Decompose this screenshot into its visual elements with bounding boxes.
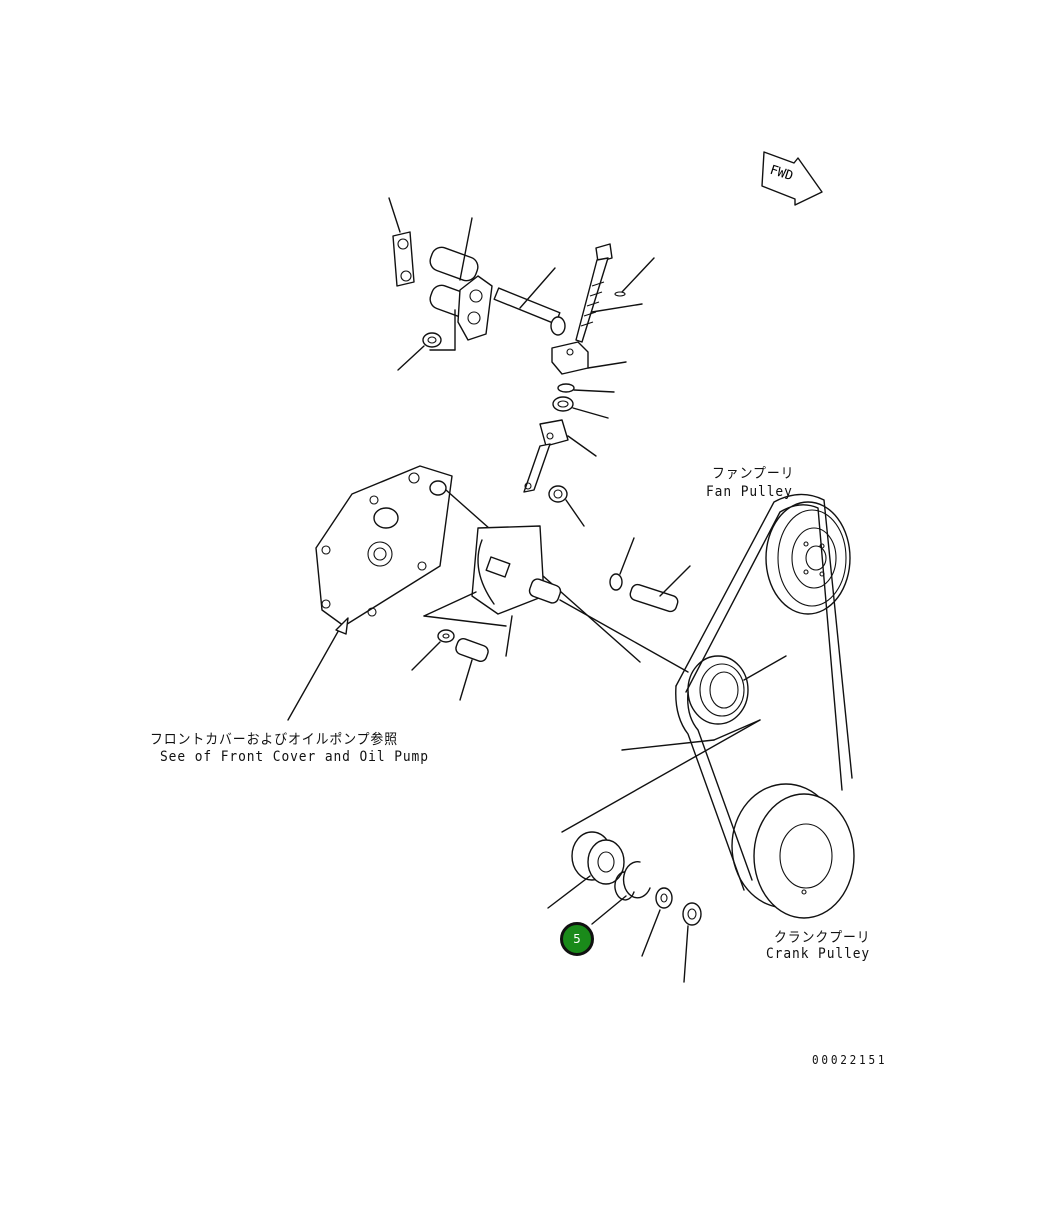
drive-belt bbox=[675, 493, 853, 891]
crank-pulley-label-jp: クランクプーリ bbox=[774, 930, 871, 946]
drawing-number: 00022151 bbox=[812, 1053, 888, 1067]
fan-pulley-label-en: Fan Pulley bbox=[706, 484, 793, 500]
tension-bolt bbox=[575, 243, 655, 343]
crank-parts bbox=[547, 831, 702, 983]
adjusting-arm bbox=[523, 419, 597, 493]
fan-pulley-label-jp: ファンプーリ bbox=[712, 466, 795, 482]
part-number-marker-label: 5 bbox=[573, 932, 581, 946]
nut-mid bbox=[548, 485, 585, 527]
nut-left bbox=[397, 332, 442, 371]
fan-pulley bbox=[765, 501, 851, 615]
washer-nut-stack bbox=[552, 383, 615, 419]
washer-bolt-lower bbox=[411, 629, 489, 701]
idler-bracket bbox=[429, 217, 493, 351]
mounting-bracket-small bbox=[388, 197, 415, 287]
crank-pulley bbox=[731, 783, 855, 919]
crank-pulley-label-en: Crank Pulley bbox=[766, 946, 871, 962]
washer-pin-right bbox=[609, 537, 691, 613]
front-cover-plate bbox=[287, 465, 641, 721]
idler-pulley bbox=[561, 655, 787, 833]
fwd-arrow: FWD bbox=[761, 151, 823, 206]
front-cover-label-jp: フロントカバーおよびオイルポンプ参照 bbox=[150, 732, 399, 748]
idler-mount bbox=[423, 525, 689, 673]
long-bolt bbox=[493, 267, 566, 336]
front-cover-label-en: See of Front Cover and Oil Pump bbox=[160, 749, 429, 765]
fwd-arrow-label: FWD bbox=[768, 163, 795, 185]
adjusting-block bbox=[551, 341, 627, 375]
part-number-marker[interactable]: 5 bbox=[560, 922, 594, 956]
